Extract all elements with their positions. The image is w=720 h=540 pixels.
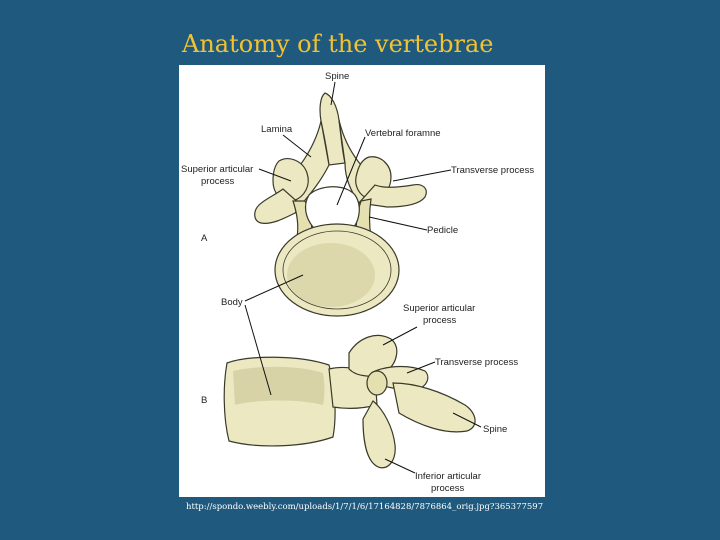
label-inferior-articular-1: Inferior articular [415, 471, 481, 482]
vertebrae-figure: A B Spine Lamina Vertebral foramne Super… [179, 65, 545, 497]
label-vertebral-foramen: Vertebral foramne [365, 128, 441, 139]
label-pedicle: Pedicle [427, 225, 458, 236]
leader-pedicle [369, 217, 427, 230]
leader-inferior-articular [385, 459, 415, 473]
label-superior-articular-b-2: process [423, 315, 457, 326]
leader-lamina [283, 135, 311, 157]
vertebrae-illustration: A B Spine Lamina Vertebral foramne Super… [179, 65, 545, 497]
spinous-process-b [393, 383, 475, 432]
slide-title: Anatomy of the vertebrae [182, 30, 493, 58]
inferior-articular-b [363, 401, 395, 468]
body-b-shading [233, 367, 325, 405]
label-lamina: Lamina [261, 124, 293, 135]
label-superior-articular-b-1: Superior articular [403, 303, 475, 314]
label-spine-top: Spine [325, 71, 349, 82]
label-superior-articular-a-2: process [201, 176, 235, 187]
source-url: http://spondo.weebly.com/uploads/1/7/1/6… [186, 502, 543, 512]
label-transverse-b: Transverse process [435, 357, 518, 368]
label-spine-b: Spine [483, 424, 507, 435]
articular-facet-b [367, 371, 387, 395]
label-transverse-a: Transverse process [451, 165, 534, 176]
leader-superior-articular-b [383, 327, 417, 345]
label-body: Body [221, 297, 243, 308]
label-inferior-articular-2: process [431, 483, 465, 494]
panel-b-label: B [201, 395, 207, 406]
leader-transverse-a [393, 170, 451, 181]
panel-a-label: A [201, 233, 208, 244]
label-superior-articular-a-1: Superior articular [181, 164, 253, 175]
body-endplate-shading [287, 243, 375, 307]
